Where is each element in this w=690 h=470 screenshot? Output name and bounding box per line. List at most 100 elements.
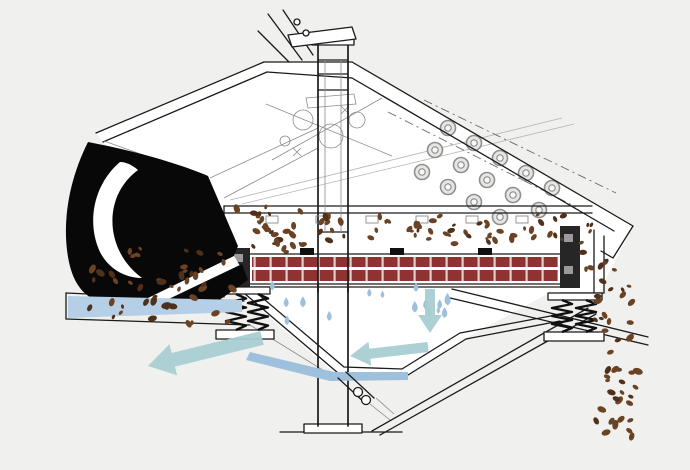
material-particle — [150, 296, 158, 306]
material-particle — [450, 241, 459, 247]
pulley-icon — [348, 111, 366, 129]
column-over-deck — [317, 253, 349, 293]
material-particle — [593, 417, 600, 425]
material-particle — [578, 249, 587, 256]
material-particle — [628, 432, 635, 441]
material-particle — [612, 396, 621, 402]
deck-cleats — [300, 248, 492, 255]
material-particle — [587, 265, 595, 271]
material-particle — [183, 248, 189, 253]
material-particle — [615, 367, 622, 372]
material-particle — [620, 287, 625, 293]
material-particle — [578, 240, 584, 245]
material-particle — [178, 271, 185, 281]
material-particle — [169, 284, 174, 288]
material-particle — [291, 221, 297, 230]
bolt-center-icon — [444, 183, 452, 191]
material-particle — [553, 232, 558, 239]
material-particle — [184, 277, 190, 285]
material-particle — [138, 246, 143, 251]
material-particle — [283, 249, 290, 254]
material-particle — [192, 271, 199, 280]
material-particle — [95, 269, 105, 277]
material-particle — [413, 232, 417, 238]
material-particle — [463, 229, 469, 236]
material-particle — [619, 291, 627, 299]
material-particle — [523, 226, 527, 231]
material-particle — [91, 277, 96, 283]
water-droplet-icon — [367, 288, 372, 297]
spring-pedestal — [543, 331, 605, 342]
material-particle — [436, 213, 443, 219]
material-particle — [632, 367, 643, 375]
material-particle — [416, 228, 420, 233]
material-particle — [221, 258, 226, 266]
collection-pan — [240, 286, 562, 374]
material-particle — [259, 215, 265, 224]
material-particle — [255, 215, 261, 219]
material-particle — [588, 229, 592, 234]
material-particle — [190, 320, 194, 326]
bolt-icon — [293, 18, 301, 26]
material-particle — [593, 297, 603, 305]
bolt-icon — [302, 29, 310, 37]
material-particle — [492, 236, 498, 245]
column-base — [303, 423, 363, 434]
pipe-flange-icon — [352, 386, 364, 398]
material-particle — [367, 235, 375, 241]
material-particle — [612, 420, 619, 430]
material-particle — [189, 270, 194, 277]
material-particle — [324, 237, 334, 244]
screen-media — [252, 257, 558, 267]
hopper-mouth-gap — [148, 256, 240, 308]
water-droplet-icon — [441, 307, 448, 319]
material-particle — [288, 230, 296, 239]
flow-arrows — [148, 289, 442, 376]
material-particle — [476, 221, 483, 226]
material-particle — [589, 222, 594, 228]
screen-media — [252, 270, 558, 281]
material-particle — [156, 278, 167, 286]
material-particle — [597, 406, 607, 413]
material-particle — [619, 390, 625, 395]
bolt-center-icon — [470, 198, 478, 206]
drain-pipe — [337, 371, 395, 421]
material-particle — [88, 264, 96, 274]
material-particle — [198, 284, 208, 292]
material-particle — [593, 293, 602, 299]
material-particle — [618, 379, 626, 385]
material-particle — [201, 281, 207, 288]
water-droplet-icon — [284, 315, 290, 325]
material-particle — [297, 208, 304, 215]
material-particle — [606, 318, 612, 325]
material-particle — [322, 213, 329, 222]
water-droplet-icon — [411, 301, 418, 313]
material-particle — [496, 228, 504, 234]
material-particle — [626, 428, 633, 434]
material-particle — [161, 302, 172, 309]
material-particle — [607, 349, 614, 355]
bolt-center-icon — [496, 154, 504, 162]
material-particle — [177, 286, 181, 292]
material-particle — [87, 304, 93, 312]
material-particle — [211, 310, 220, 317]
spring-bracket — [547, 292, 603, 301]
material-particle — [601, 429, 611, 436]
water-droplet-icon — [283, 297, 289, 308]
material-particle — [108, 298, 115, 307]
material-particle — [299, 242, 307, 247]
bolt-center-icon — [522, 169, 530, 177]
bolt-flange-grid — [413, 119, 561, 226]
material-particles — [87, 204, 643, 441]
material-particle — [586, 222, 590, 228]
material-particle — [329, 227, 335, 234]
material-particle — [425, 237, 432, 241]
material-particle — [611, 268, 617, 272]
material-particle — [601, 328, 609, 333]
material-particle — [217, 251, 223, 256]
material-particle — [112, 277, 119, 285]
material-particle — [447, 227, 455, 234]
material-particle — [262, 223, 270, 233]
material-particle — [627, 418, 634, 423]
